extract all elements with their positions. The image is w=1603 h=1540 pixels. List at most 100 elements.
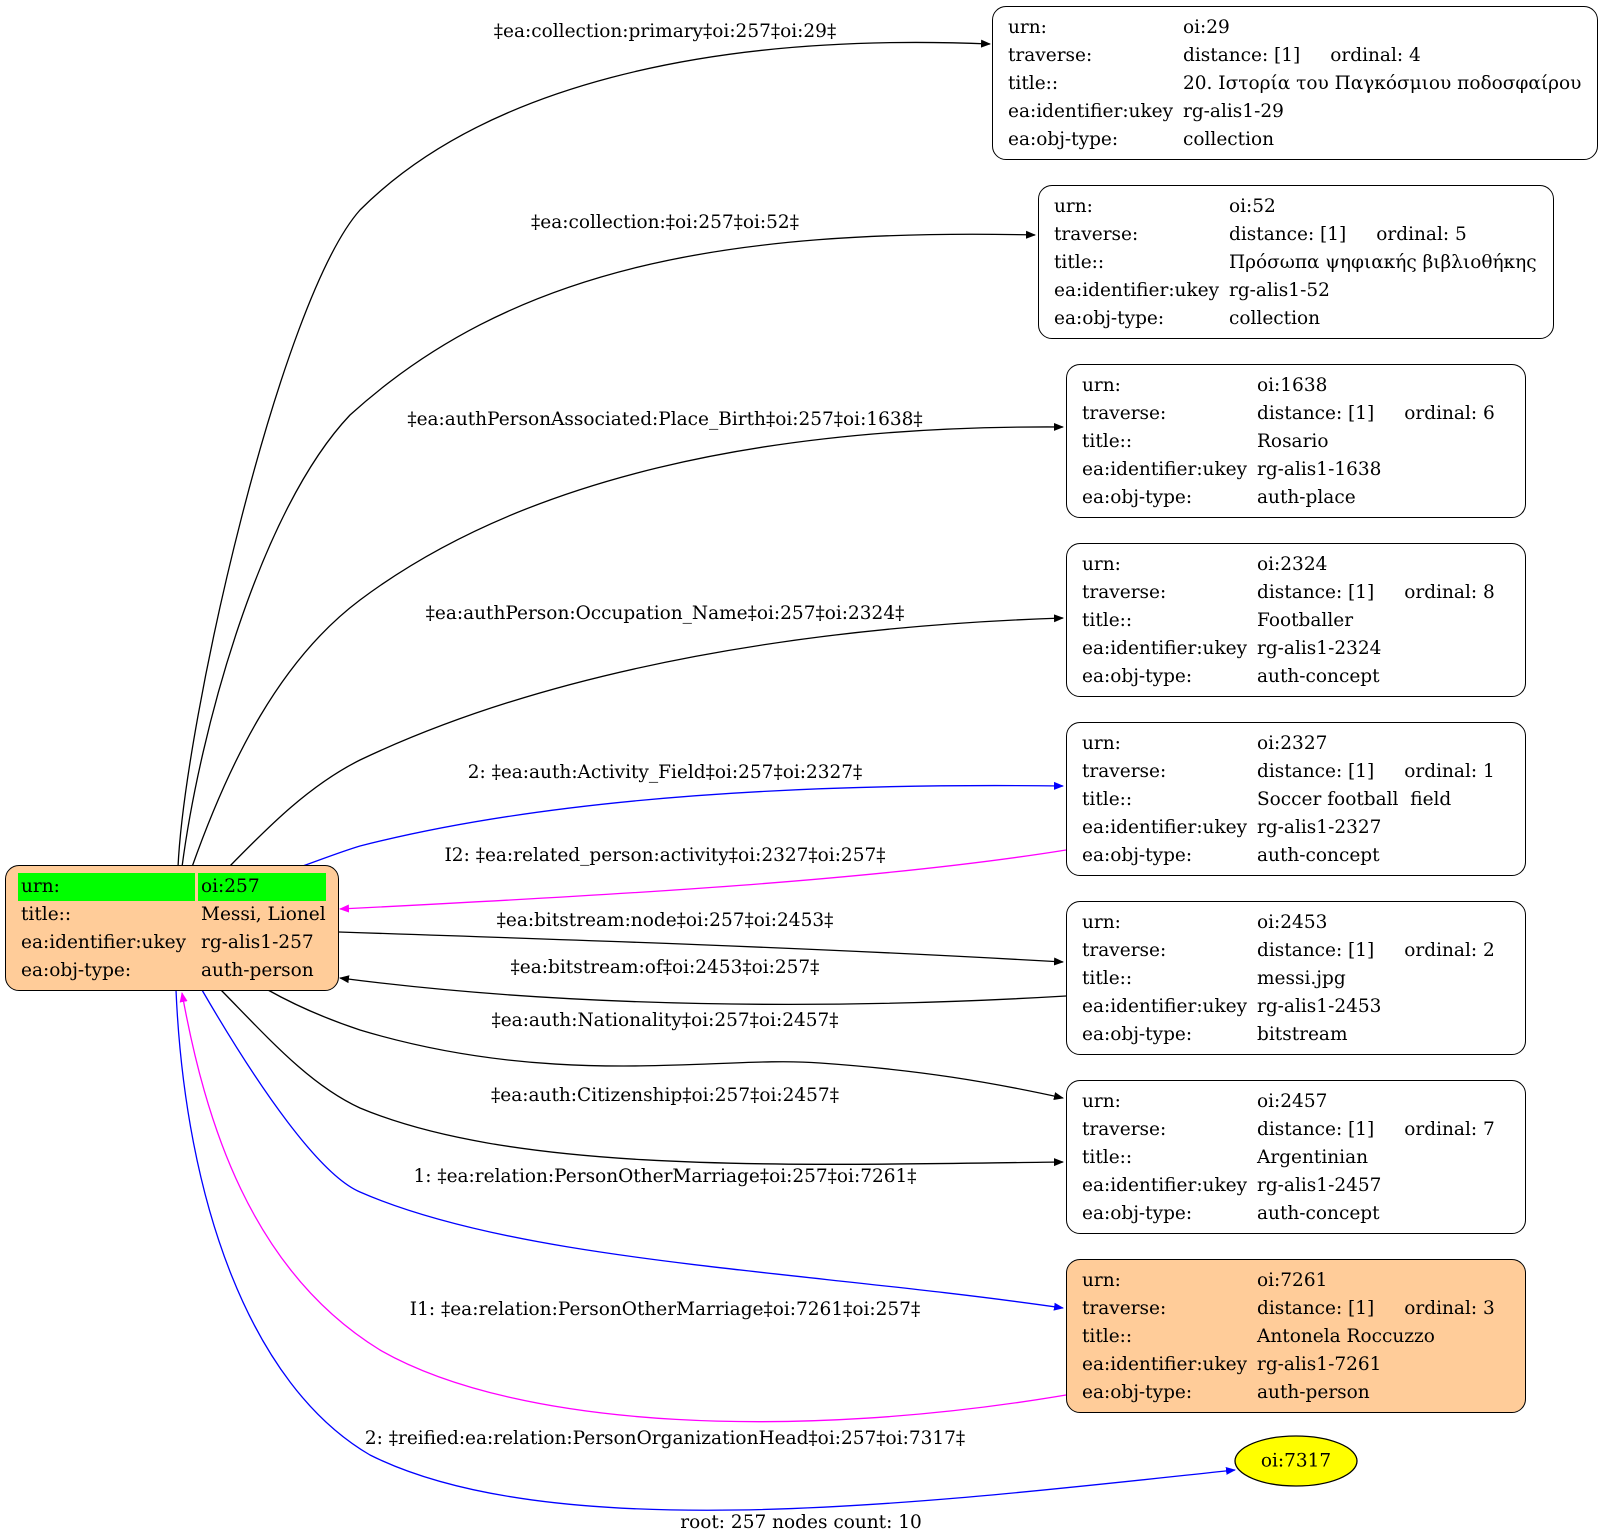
root-ukey-key: ea:identifier:ukey — [21, 932, 187, 953]
title-key: title:: — [1082, 968, 1133, 989]
traverse-key: traverse: — [1082, 940, 1167, 961]
node-type-row: ea:obj-type:auth-person — [1082, 1379, 1511, 1407]
ordinal-value: ordinal: 8 — [1404, 582, 1495, 603]
title-key: title:: — [1082, 789, 1133, 810]
urn-value: oi:1638 — [1257, 375, 1328, 396]
node-traverse-row: traverse:distance: [1]ordinal: 5 — [1054, 221, 1539, 249]
node-title-row: title::Rosario — [1082, 428, 1511, 456]
node-oi-7317-ellipse[interactable] — [1234, 1435, 1358, 1487]
node-urn-row: urn:oi:52 — [1054, 193, 1539, 221]
node-oi-52[interactable]: urn:oi:52 traverse:distance: [1]ordinal:… — [1038, 185, 1554, 339]
urn-key: urn: — [1054, 196, 1093, 217]
ukey-value: rg-alis1-2453 — [1257, 996, 1382, 1017]
urn-value: oi:7261 — [1257, 1270, 1328, 1291]
node-title-row: title::Footballer — [1082, 607, 1511, 635]
type-value: auth-concept — [1257, 1203, 1380, 1224]
edge-nationality — [267, 989, 1064, 1100]
type-key: ea:obj-type: — [1082, 845, 1193, 866]
node-title-row: title::Argentinian — [1082, 1144, 1511, 1172]
traverse-key: traverse: — [1008, 45, 1093, 66]
traverse-value: distance: [1]ordinal: 4 — [1183, 42, 1583, 70]
root-title-row: title:: Messi, Lionel — [18, 901, 326, 929]
type-value: auth-concept — [1257, 666, 1380, 687]
root-urn-key: urn: — [18, 873, 195, 901]
type-key: ea:obj-type: — [1082, 666, 1193, 687]
traverse-value: distance: [1] ordinal: 2 — [1257, 937, 1511, 965]
node-oi-1638[interactable]: urn:oi:1638 traverse:distance: [1]ordina… — [1066, 364, 1526, 518]
root-type-value: auth-person — [201, 960, 314, 981]
node-type-row: ea:obj-type:collection — [1054, 305, 1539, 333]
node-oi-29[interactable]: urn: oi:29 traverse: distance: [1]ordinal:… — [992, 6, 1598, 160]
edge-label-citizenship: ‡ea:auth:Citizenship‡oi:257‡oi:2457‡ — [491, 1085, 839, 1106]
edge-label-organization-head: 2: ‡reified:ea:relation:PersonOrganizati… — [364, 1428, 966, 1449]
root-title-key: title:: — [21, 904, 72, 925]
type-value: bitstream — [1257, 1024, 1348, 1045]
distance-value: distance: [1] — [1257, 1119, 1375, 1140]
traverse-key: traverse: — [1082, 761, 1167, 782]
urn-value: oi:29 — [1183, 17, 1230, 38]
urn-key: urn: — [1008, 17, 1047, 38]
type-value: auth-person — [1257, 1382, 1370, 1403]
node-type-row: ea:obj-type:collection — [1008, 126, 1583, 154]
node-urn-row: urn:oi:7261 — [1082, 1267, 1511, 1295]
node-title-row: title::messi.jpg — [1082, 965, 1511, 993]
ukey-key: ea:identifier:ukey — [1082, 459, 1248, 480]
urn-key: urn: — [1082, 1091, 1121, 1112]
node-oi-2324[interactable]: urn:oi:2324 traverse:distance: [1]ordina… — [1066, 543, 1526, 697]
edge-label-collection-primary: ‡ea:collection:primary‡oi:257‡oi:29‡ — [493, 21, 837, 42]
type-key: ea:obj-type: — [1082, 1024, 1193, 1045]
distance-value: distance: [1] — [1229, 224, 1347, 245]
node-oi-7261[interactable]: urn:oi:7261 traverse:distance: [1]ordina… — [1066, 1259, 1526, 1413]
node-urn-row: urn:oi:2453 — [1082, 909, 1511, 937]
edge-marriage — [201, 989, 1064, 1311]
distance-value: distance: [1] — [1257, 940, 1375, 961]
node-traverse-row: traverse:distance: [1]ordinal: 7 — [1082, 1116, 1511, 1144]
urn-value: oi:2324 — [1257, 554, 1328, 575]
node-oi-2457[interactable]: urn:oi:2457 traverse:distance: [1]ordina… — [1066, 1080, 1526, 1234]
edge-related-activity — [339, 849, 1067, 913]
edge-label-activity-field: 2: ‡ea:auth:Activity_Field‡oi:257‡oi:232… — [467, 762, 863, 783]
edge-label-occupation: ‡ea:authPerson:Occupation_Name‡oi:257‡oi… — [425, 603, 905, 624]
root-ukey-row: ea:identifier:ukey rg-alis1-257 — [18, 929, 326, 957]
title-value: Rosario — [1257, 431, 1329, 452]
type-value: auth-place — [1257, 487, 1356, 508]
ordinal-value: ordinal: 7 — [1404, 1119, 1495, 1140]
root-node-oi-257[interactable]: urn: oi:257 title:: Messi, Lionel ea:ide… — [5, 865, 339, 991]
edge-bitstream-of — [339, 975, 1067, 1006]
ukey-value: rg-alis1-52 — [1229, 280, 1330, 301]
type-key: ea:obj-type: — [1082, 1203, 1193, 1224]
urn-key: urn: — [1082, 554, 1121, 575]
edge-occupation — [228, 614, 1064, 868]
node-title-row: title::Soccer football field — [1082, 786, 1511, 814]
edge-label-nationality: ‡ea:auth:Nationality‡oi:257‡oi:2457‡ — [491, 1010, 839, 1031]
root-type-key: ea:obj-type: — [21, 960, 132, 981]
ordinal-value: ordinal: 3 — [1404, 1298, 1495, 1319]
edge-organization-head — [175, 989, 1236, 1511]
urn-key: urn: — [1082, 375, 1121, 396]
distance-value: distance: [1] — [1257, 403, 1375, 424]
ordinal-value: ordinal: 1 — [1404, 761, 1495, 782]
node-oi-2453[interactable]: urn:oi:2453 traverse: distance: [1] ordina… — [1066, 901, 1526, 1055]
traverse-value: distance: [1]ordinal: 1 — [1257, 758, 1511, 786]
type-value: auth-concept — [1257, 845, 1380, 866]
node-type-row: ea:obj-type: auth-concept — [1082, 663, 1511, 691]
ordinal-value: ordinal: 4 — [1330, 45, 1421, 66]
type-key: ea:obj-type: — [1082, 487, 1193, 508]
edge-label-marriage: 1: ‡ea:relation:PersonOtherMarriage‡oi:2… — [413, 1166, 917, 1187]
ordinal-value: ordinal: 2 — [1404, 940, 1495, 961]
graph-footer: root: 257 nodes count: 10 — [680, 1512, 922, 1533]
node-urn-row: urn: oi:1638 — [1082, 372, 1511, 400]
node-oi-2327[interactable]: urn:oi:2327 traverse:distance: [1]ordina… — [1066, 722, 1526, 876]
title-value: Footballer — [1257, 610, 1354, 631]
title-key: title:: — [1082, 431, 1133, 452]
ordinal-value: ordinal: 6 — [1404, 403, 1495, 424]
ukey-value: rg-alis1-2457 — [1257, 1175, 1382, 1196]
edge-label-bitstream-of: ‡ea:bitstream:of‡oi:2453‡oi:257‡ — [510, 957, 820, 978]
title-key: title:: — [1082, 610, 1133, 631]
node-traverse-row: traverse:distance: [1]ordinal: 6 — [1082, 400, 1511, 428]
